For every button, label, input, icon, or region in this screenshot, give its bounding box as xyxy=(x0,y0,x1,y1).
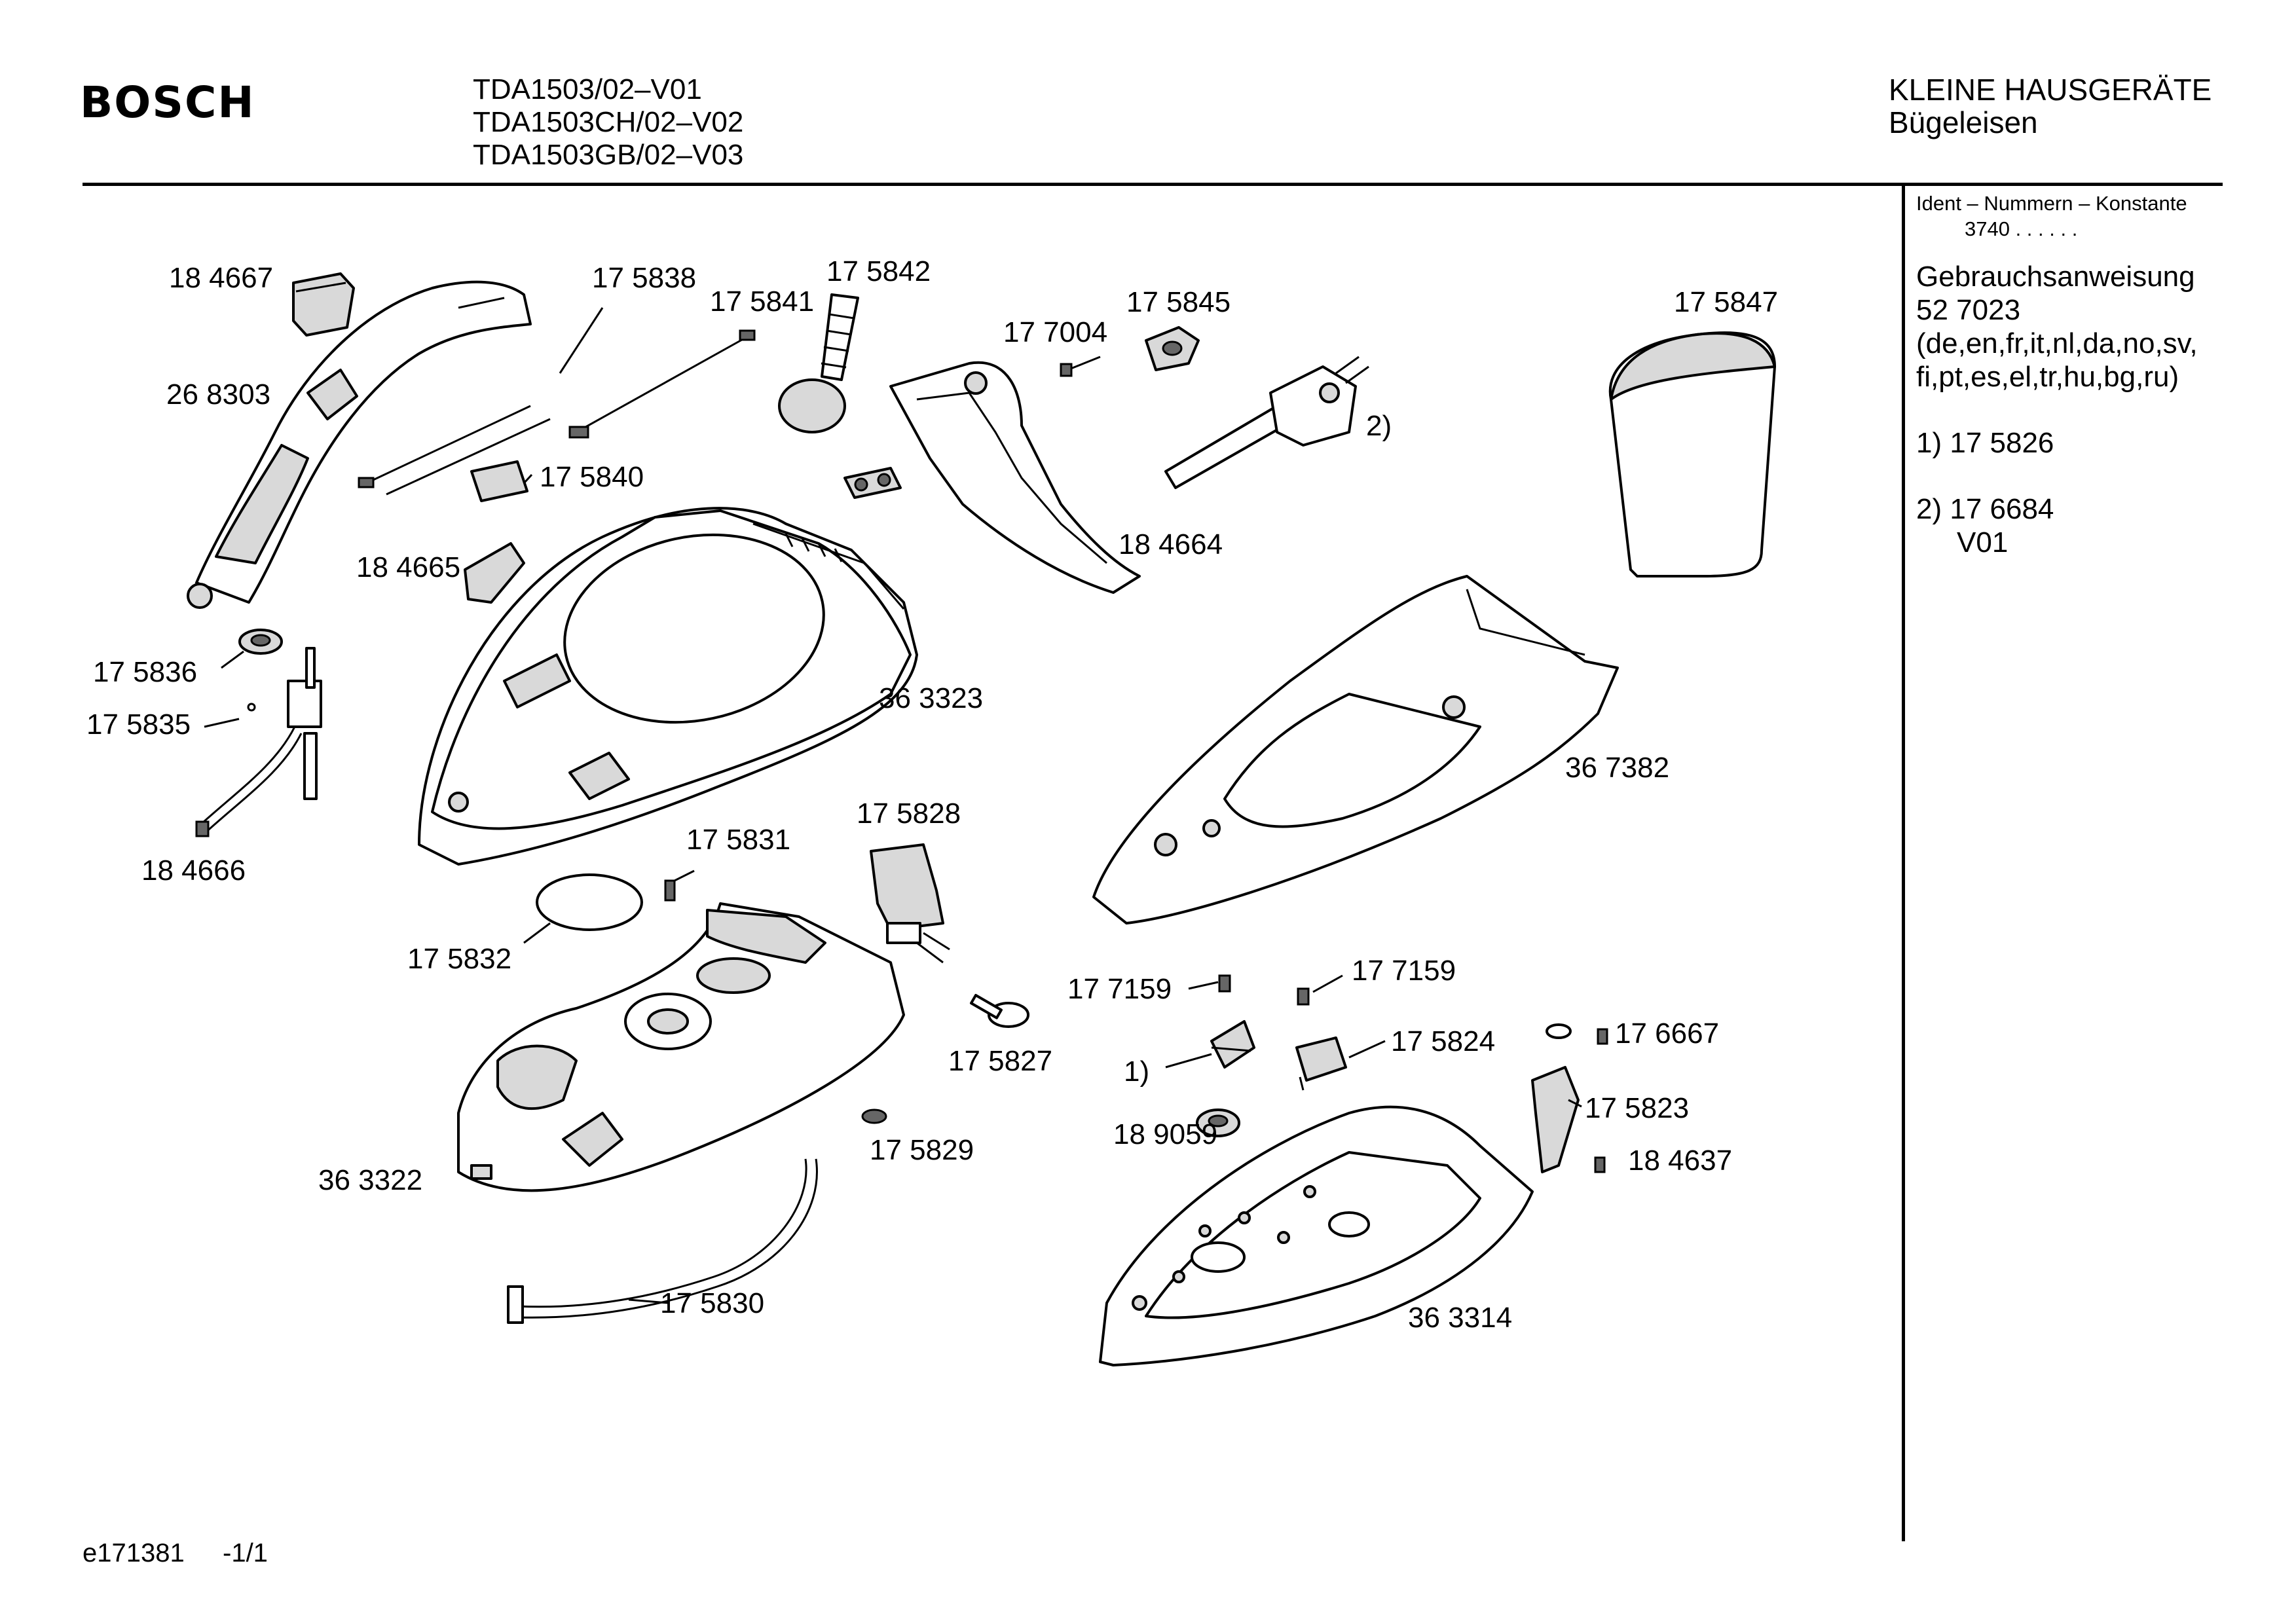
part-soleplate xyxy=(1099,1105,1534,1366)
label-18-4637: 18 4637 xyxy=(1628,1145,1733,1177)
part-cord-clamp xyxy=(843,467,902,499)
label-26-8303: 26 8303 xyxy=(166,378,271,411)
label-17-5827: 17 5827 xyxy=(948,1045,1053,1077)
label-18-4665: 18 4665 xyxy=(356,551,461,583)
label-17-5835: 17 5835 xyxy=(86,708,191,741)
label-18-4667: 18 4667 xyxy=(169,262,274,294)
part-screw-17-5831 xyxy=(664,879,676,902)
category-title: KLEINE HAUSGERÄTE xyxy=(1889,73,2212,107)
model-number-1: TDA1503/02–V01 xyxy=(473,73,702,105)
part-knob-seal xyxy=(1196,1108,1240,1137)
label-17-5830: 17 5830 xyxy=(660,1287,765,1319)
label-17-7159-right: 17 7159 xyxy=(1352,955,1456,987)
part-small-seal xyxy=(861,1108,887,1124)
part-knob xyxy=(1145,326,1200,371)
page-number: -1/1 xyxy=(223,1539,268,1567)
label-17-7004: 17 7004 xyxy=(1003,316,1108,348)
part-water-tank xyxy=(457,902,905,1192)
part-pump xyxy=(195,647,322,837)
part-seal-ring xyxy=(238,629,283,655)
header-divider xyxy=(83,183,2223,186)
part-connector-wire xyxy=(568,329,756,439)
part-screw-17-7004 xyxy=(1060,356,1101,377)
label-17-5828: 17 5828 xyxy=(857,797,961,830)
ident-title: Ident – Nummern – Konstante xyxy=(1916,192,2187,215)
label-18-4666: 18 4666 xyxy=(141,854,246,887)
part-screw-17-7159-left xyxy=(1218,974,1231,993)
label-footnote-2-marker: 2) xyxy=(1366,410,1392,442)
manual-number: 52 7023 xyxy=(1916,294,2021,326)
document-id: e171381 xyxy=(83,1539,185,1567)
label-17-5824: 17 5824 xyxy=(1391,1025,1496,1057)
label-17-5823: 17 5823 xyxy=(1585,1092,1690,1124)
footnote-1: 1) 17 5826 xyxy=(1916,427,2054,459)
label-17-5831: 17 5831 xyxy=(686,824,791,856)
label-18-4664: 18 4664 xyxy=(1119,528,1223,560)
label-17-5832: 17 5832 xyxy=(407,943,512,975)
model-number-2: TDA1503CH/02–V02 xyxy=(473,106,744,138)
label-17-5840: 17 5840 xyxy=(540,461,644,493)
model-number-3: TDA1503GB/02–V03 xyxy=(473,139,744,171)
label-17-5842: 17 5842 xyxy=(826,255,931,287)
part-power-plug xyxy=(1164,356,1369,489)
label-17-5838: 17 5838 xyxy=(592,262,697,294)
part-screw-18-4637 xyxy=(1594,1156,1606,1173)
exploded-view-drawing xyxy=(187,272,1776,1366)
part-valve-ring xyxy=(970,994,1029,1028)
label-36-3322: 36 3322 xyxy=(318,1164,423,1196)
part-wire-harness xyxy=(358,405,551,496)
part-micro-switch xyxy=(470,460,528,502)
sidebar-divider xyxy=(1902,186,1905,1541)
subcategory-title: Bügeleisen xyxy=(1889,105,2038,139)
manual-languages-1: (de,en,fr,it,nl,da,no,sv, xyxy=(1916,327,2198,359)
part-handle xyxy=(187,280,532,609)
brand-logo: BOSCH xyxy=(80,77,255,128)
part-ball xyxy=(247,703,256,712)
label-17-5845: 17 5845 xyxy=(1126,286,1231,318)
manual-languages-2: fi,pt,es,el,tr,hu,bg,ru) xyxy=(1916,361,2179,393)
part-upper-housing xyxy=(418,507,918,866)
part-control-rod xyxy=(1531,1023,1580,1173)
label-36-3314: 36 3314 xyxy=(1408,1302,1513,1334)
label-17-5841: 17 5841 xyxy=(710,285,815,318)
label-17-6667: 17 6667 xyxy=(1615,1017,1720,1050)
label-17-5847: 17 5847 xyxy=(1674,286,1779,318)
part-thermal-fuse xyxy=(1210,1020,1255,1069)
part-solenoid-valve xyxy=(870,843,950,964)
part-rear-cover xyxy=(889,361,1141,594)
label-17-7159-left: 17 7159 xyxy=(1067,973,1172,1005)
part-button-cap xyxy=(292,272,355,337)
part-gasket xyxy=(536,873,643,931)
part-sole-frame xyxy=(1092,575,1619,925)
part-spray-nozzle xyxy=(778,293,859,433)
label-36-7382: 36 7382 xyxy=(1565,752,1670,784)
part-screw-17-6667 xyxy=(1597,1028,1608,1045)
label-36-3323: 36 3323 xyxy=(879,682,984,714)
manual-title: Gebrauchsanweisung xyxy=(1916,261,2195,293)
part-screw-17-7159-right xyxy=(1297,987,1310,1006)
footnote-2: 2) 17 6684 xyxy=(1916,493,2054,525)
label-18-9059: 18 9059 xyxy=(1113,1118,1218,1150)
part-thermostat xyxy=(1295,1036,1347,1091)
footnote-2-variant: V01 xyxy=(1957,526,2009,559)
label-17-5836: 17 5836 xyxy=(93,656,198,688)
ident-value: 3740 . . . . . . xyxy=(1965,217,2078,240)
part-slider-button xyxy=(464,542,525,604)
leader-lines xyxy=(204,307,1582,1304)
label-17-5829: 17 5829 xyxy=(870,1134,974,1166)
label-footnote-1-marker: 1) xyxy=(1124,1055,1150,1088)
part-measuring-cup xyxy=(1608,331,1776,577)
part-hose xyxy=(507,1158,818,1324)
